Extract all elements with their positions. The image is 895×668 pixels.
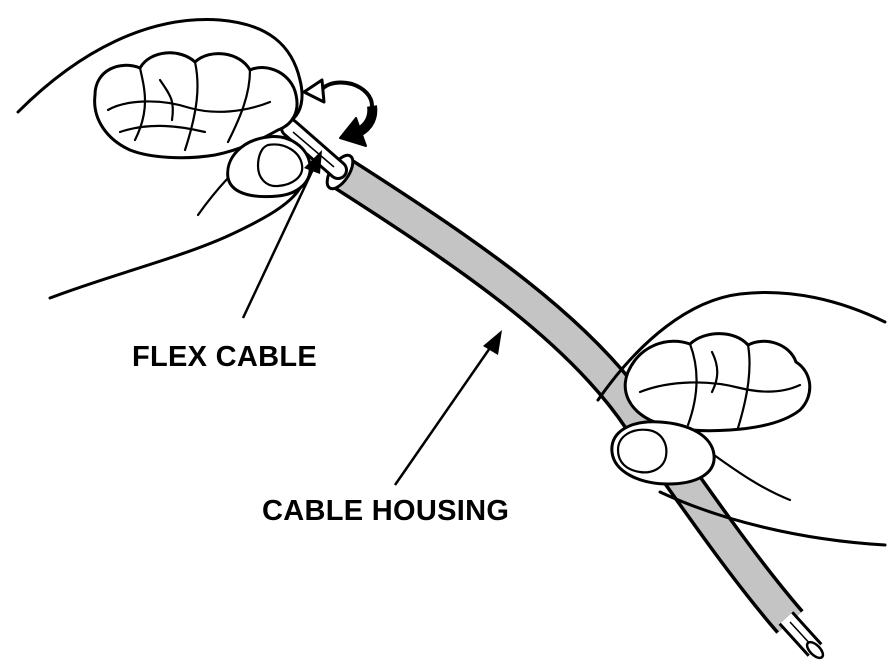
left-hand-outline [16, 18, 304, 120]
flex-cable-label: FLEX CABLE [132, 341, 317, 373]
cable-housing-body [332, 159, 801, 632]
flex-cable-pointer [241, 150, 322, 319]
right-hand-crease-1 [686, 342, 698, 427]
cable-housing-pointer-arrowhead [483, 330, 502, 355]
right-hand-fingers [623, 332, 812, 433]
right-hand-crease-4 [710, 350, 719, 394]
flex-cable-tip-end [805, 640, 825, 660]
flex-cable-exposed [280, 118, 348, 180]
cable-housing-pointer-line [393, 344, 494, 486]
cable-housing-pointer [393, 330, 502, 486]
cable-housing-label: CABLE HOUSING [262, 495, 509, 527]
rotate-arrow-icon-solid-head [339, 117, 367, 147]
right-hand-lower-outline [658, 490, 887, 547]
flex-cable-tip [778, 611, 825, 660]
left-hand-crease-5 [118, 124, 207, 134]
left-hand-crease-4 [106, 100, 272, 113]
left-hand [16, 18, 312, 300]
left-hand-crease-6 [158, 78, 174, 122]
right-hand-thumbnail [616, 428, 668, 474]
right-hand [596, 290, 887, 547]
left-hand-crease-3 [226, 68, 252, 144]
right-hand-upper-outline [596, 290, 887, 402]
right-hand-thumb-base [712, 453, 792, 502]
right-hand-crease-2 [736, 343, 751, 430]
left-hand-crease-2 [183, 60, 199, 152]
flex-cable-exposed-strand [292, 131, 335, 168]
right-hand-crease-3 [638, 381, 802, 394]
left-hand-thumbnail [256, 143, 304, 188]
rotate-arrow-icon [302, 78, 378, 147]
flex-cable-pointer-line [241, 164, 317, 319]
rotate-arrow-icon-open-head [302, 78, 326, 104]
rotate-arrow-icon-open [316, 80, 374, 108]
flex-cable-pointer-arrowhead [304, 150, 322, 174]
left-hand-lower-outline [48, 186, 302, 300]
left-hand-thumb-base [196, 176, 230, 217]
